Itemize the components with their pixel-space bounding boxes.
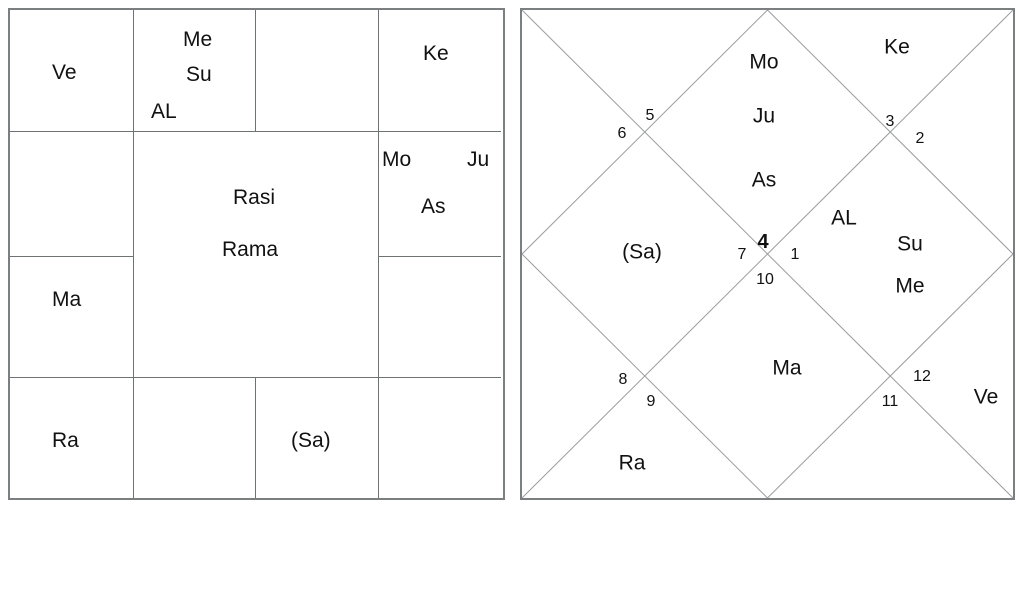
- north-planet-su: Su: [897, 232, 923, 256]
- planet-label-ju: Ju: [467, 148, 490, 171]
- south-grid-hline-2a: [10, 256, 134, 257]
- diagonal-tr-bl: [522, 10, 1013, 498]
- south-cell-r4c2[interactable]: [133, 377, 255, 498]
- north-house-number-11: 11: [881, 393, 899, 410]
- north-house-number-9: 9: [646, 393, 656, 410]
- planet-label-al: AL: [151, 100, 177, 123]
- south-cell-r3c4[interactable]: [378, 256, 501, 377]
- planet-label-ra: Ra: [52, 429, 79, 452]
- north-house-number-1: 1: [790, 246, 800, 263]
- south-center-block: Rasi Rama: [133, 131, 378, 377]
- south-grid-hline-1: [10, 131, 501, 132]
- north-planet-ma: Ma: [772, 356, 802, 380]
- north-planet-me: Me: [895, 274, 925, 298]
- planet-label-ma: Ma: [52, 288, 82, 311]
- planet-label-su: Su: [186, 63, 212, 86]
- north-planet-ra: Ra: [618, 451, 646, 475]
- planet-label-ke: Ke: [423, 42, 449, 65]
- south-cell-r1c1[interactable]: Ve: [10, 10, 133, 131]
- chart-title-rasi: Rasi: [233, 186, 276, 209]
- north-house-number-8: 8: [618, 371, 628, 388]
- diamond-edge-bottom-left: [522, 253, 768, 498]
- planet-label-as: As: [421, 195, 446, 218]
- north-indian-chart: Mo Ju As Ke AL Su Me Ve Ma Ra (Sa) 4 1 7…: [520, 8, 1015, 500]
- north-house-number-7: 7: [737, 246, 747, 263]
- south-cell-r1c3[interactable]: [255, 10, 378, 131]
- north-house-number-2: 2: [915, 130, 925, 147]
- north-house-number-12: 12: [913, 368, 931, 385]
- south-cell-r4c1[interactable]: Ra: [10, 377, 133, 498]
- diamond-edge-right-bottom: [767, 253, 1013, 498]
- south-grid-hline-2b: [378, 256, 501, 257]
- north-chart-lines: [522, 10, 1013, 498]
- south-grid-vline-1: [133, 10, 134, 498]
- south-cell-r3c1[interactable]: Ma: [10, 256, 133, 377]
- north-house-number-6: 6: [617, 125, 627, 142]
- diamond-edge-top-right: [767, 10, 1013, 255]
- north-planet-sa: (Sa): [622, 240, 662, 264]
- south-cell-r1c2[interactable]: Me Su AL: [133, 10, 255, 131]
- north-planet-ke: Ke: [884, 35, 910, 59]
- south-grid-vline-2b: [255, 377, 256, 498]
- north-house-number-3: 3: [885, 113, 895, 130]
- diamond-edge-left-top: [522, 10, 768, 255]
- north-house-number-4: 4: [757, 231, 769, 253]
- south-grid-vline-2: [255, 10, 256, 131]
- south-indian-chart: Ve Me Su AL Ke Mo Ju As Ma Rasi Rama: [8, 8, 505, 500]
- chart-title-name: Rama: [222, 238, 279, 261]
- south-cell-r4c3[interactable]: (Sa): [255, 377, 378, 498]
- south-cell-r1c4[interactable]: Ke: [378, 10, 501, 131]
- south-grid-vline-3: [378, 10, 379, 498]
- south-cell-r2c1[interactable]: [10, 131, 133, 256]
- north-house-number-10: 10: [756, 271, 774, 288]
- north-planet-ju: Ju: [752, 104, 776, 128]
- north-planet-al: AL: [831, 206, 857, 230]
- north-planet-mo: Mo: [749, 50, 779, 74]
- north-planet-as: As: [751, 168, 777, 192]
- planet-label-ve: Ve: [52, 61, 77, 84]
- planet-label-me: Me: [183, 28, 213, 51]
- south-cell-r4c4[interactable]: [378, 377, 501, 498]
- south-grid-hline-3: [10, 377, 501, 378]
- south-cell-r2c4[interactable]: Mo Ju As: [378, 131, 501, 256]
- planet-label-mo: Mo: [382, 148, 412, 171]
- planet-label-sa: (Sa): [291, 429, 331, 452]
- north-planet-ve: Ve: [973, 385, 999, 409]
- north-house-number-5: 5: [645, 107, 655, 124]
